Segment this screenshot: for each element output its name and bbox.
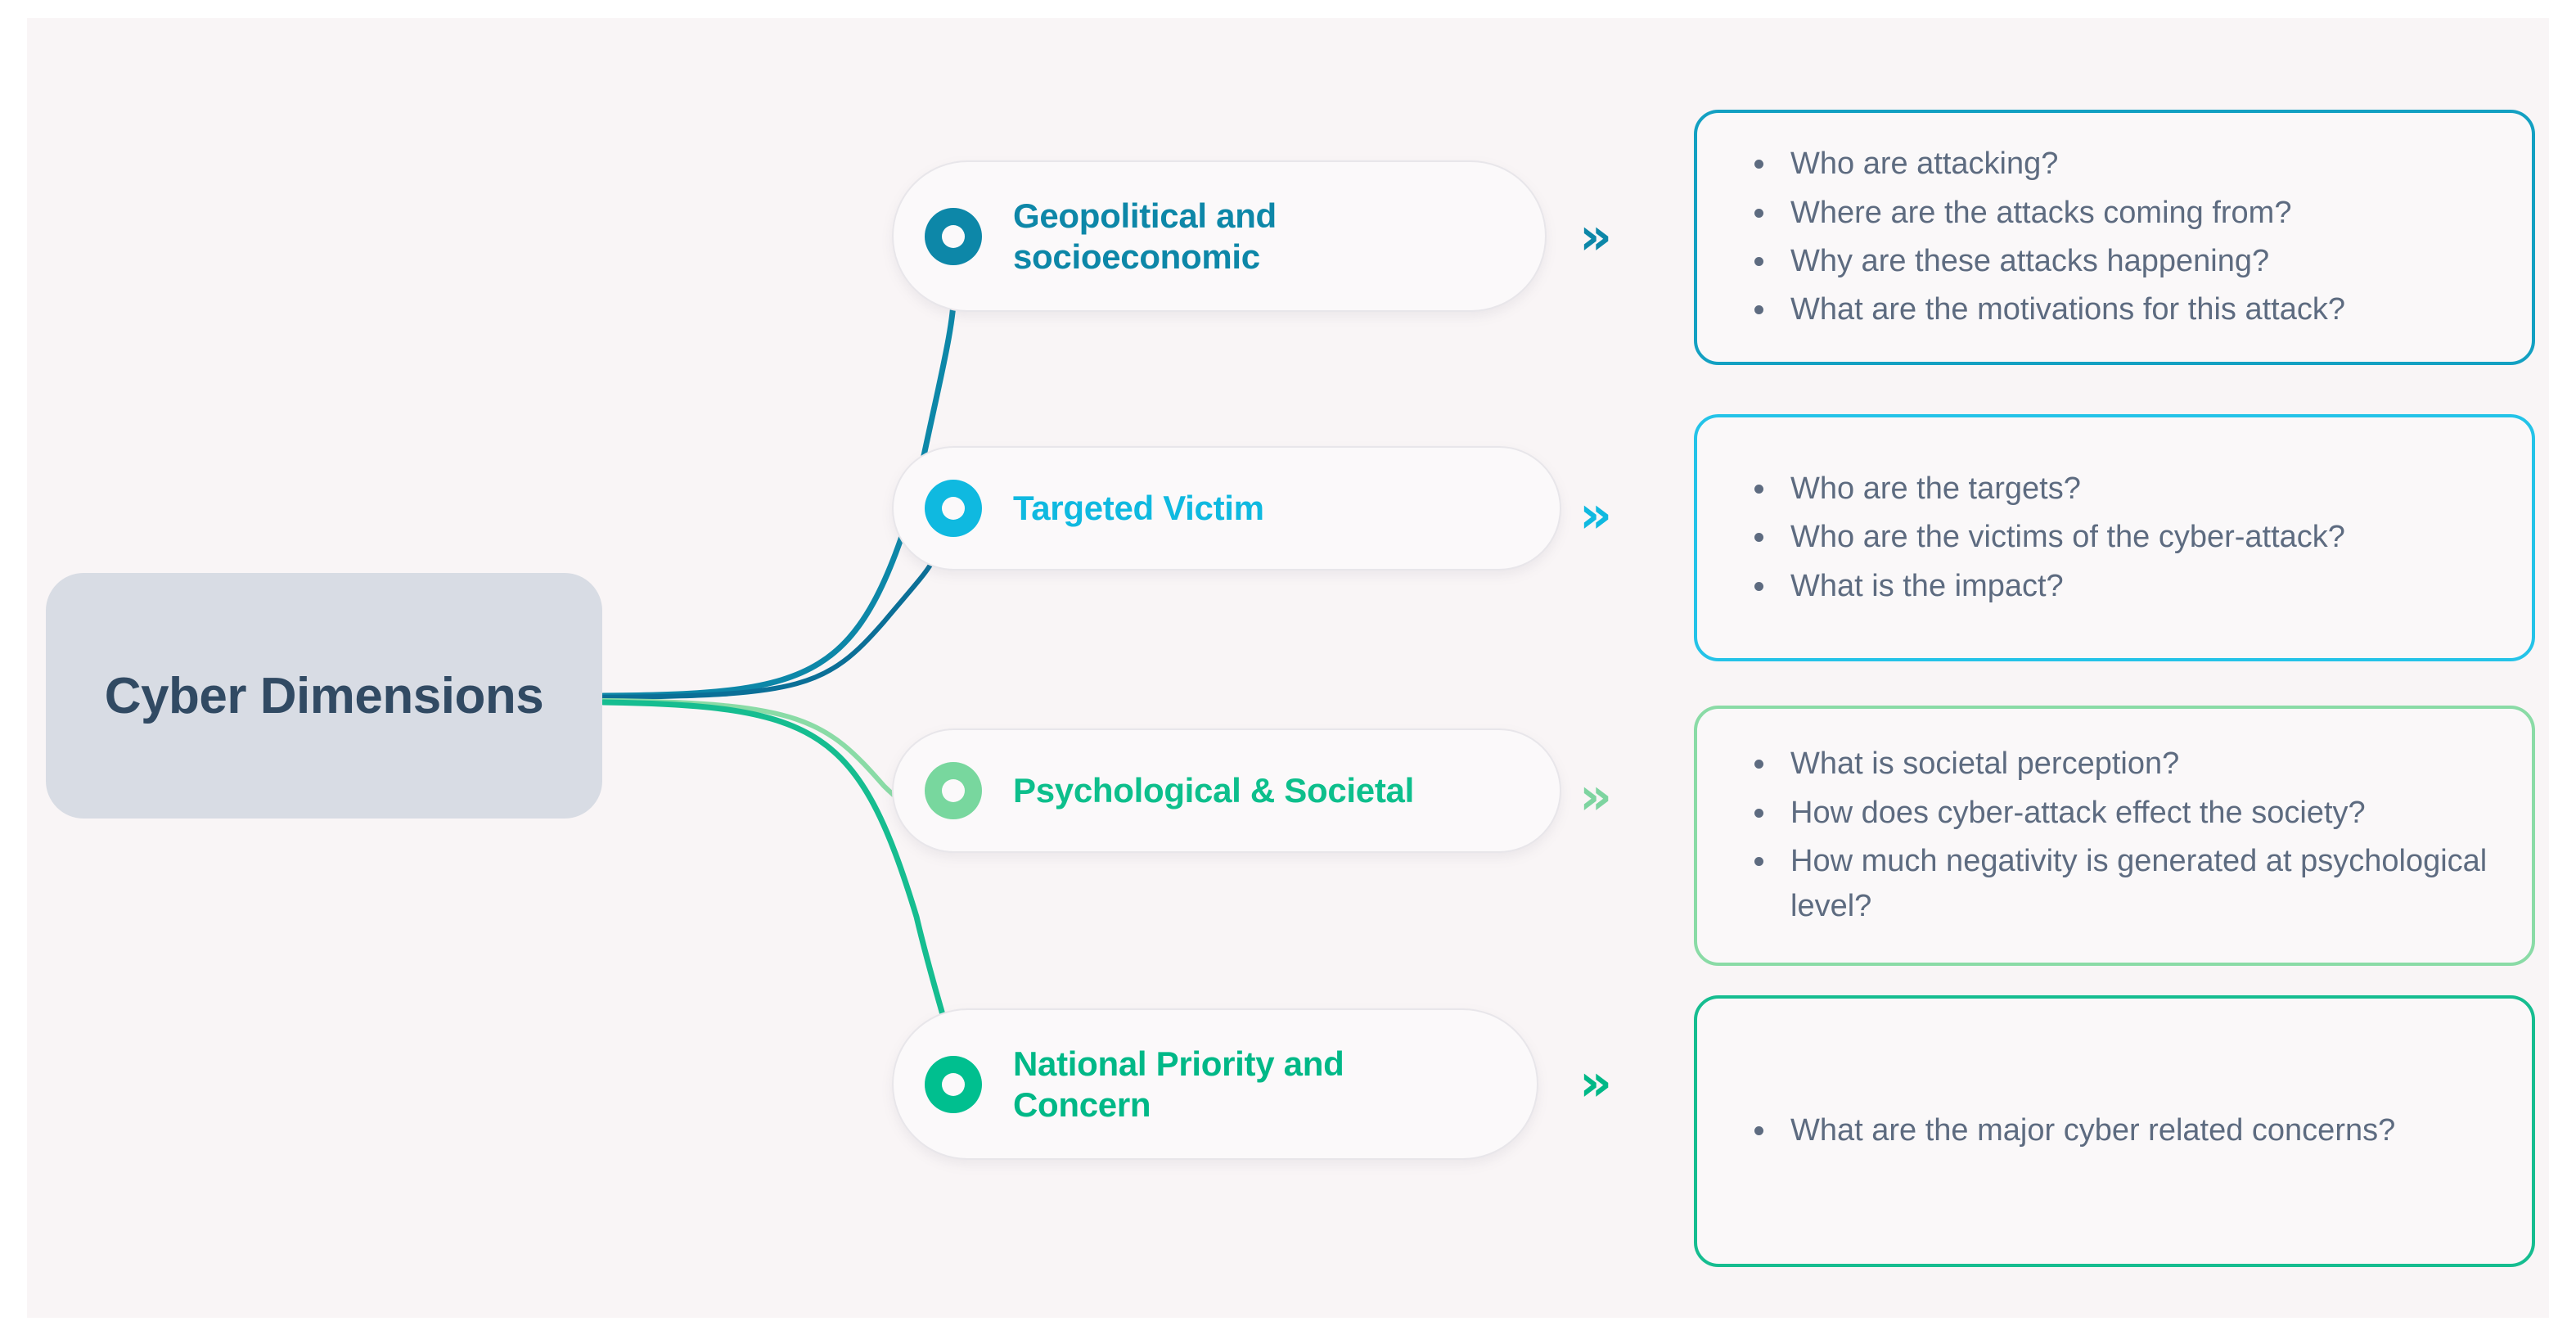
question-list: What is societal perception?How does cyb…: [1743, 738, 2494, 933]
double-chevron-right-icon: »: [1579, 1053, 1613, 1112]
question-item: Who are the victims of the cyber-attack?: [1743, 515, 2494, 560]
root-node[interactable]: Cyber Dimensions: [46, 573, 602, 819]
branch-bullet-icon: [925, 762, 982, 819]
question-item: What are the motivations for this attack…: [1743, 287, 2494, 332]
branch-node-psychological-and-societal[interactable]: Psychological & Societal: [892, 728, 1561, 853]
double-chevron-right-icon: »: [1579, 766, 1613, 826]
double-chevron-right-icon: »: [1579, 485, 1613, 544]
branch-node-targeted-victim[interactable]: Targeted Victim: [892, 446, 1561, 571]
question-item: How much negativity is generated at psyc…: [1743, 839, 2494, 930]
question-card-national-priority-and-concern: What are the major cyber related concern…: [1694, 995, 2535, 1267]
question-item: What is the impact?: [1743, 564, 2494, 609]
branch-node-label: Psychological & Societal: [1013, 771, 1414, 810]
branch-bullet-icon: [925, 1055, 982, 1113]
branch-bullet-icon: [925, 207, 982, 265]
question-card-psychological-and-societal: What is societal perception?How does cyb…: [1694, 706, 2535, 966]
double-chevron-right-icon: »: [1579, 206, 1613, 266]
question-item: Why are these attacks happening?: [1743, 239, 2494, 284]
branch-node-label: Targeted Victim: [1013, 489, 1264, 528]
question-item: What are the major cyber related concern…: [1743, 1108, 2494, 1153]
question-item: Where are the attacks coming from?: [1743, 191, 2494, 236]
question-list: Who are attacking?Where are the attacks …: [1743, 138, 2494, 336]
branch-bullet-icon: [925, 480, 982, 537]
question-list: Who are the targets?Who are the victims …: [1743, 463, 2494, 612]
root-node-label: Cyber Dimensions: [104, 667, 544, 724]
question-item: How does cyber-attack effect the society…: [1743, 791, 2494, 836]
question-card-targeted-victim: Who are the targets?Who are the victims …: [1694, 414, 2535, 661]
question-list: What are the major cyber related concern…: [1743, 1105, 2494, 1157]
question-item: Who are attacking?: [1743, 142, 2494, 187]
question-card-geopolitical-and-socioeconomic: Who are attacking?Where are the attacks …: [1694, 110, 2535, 365]
question-item: Who are the targets?: [1743, 467, 2494, 512]
question-item: What is societal perception?: [1743, 742, 2494, 787]
